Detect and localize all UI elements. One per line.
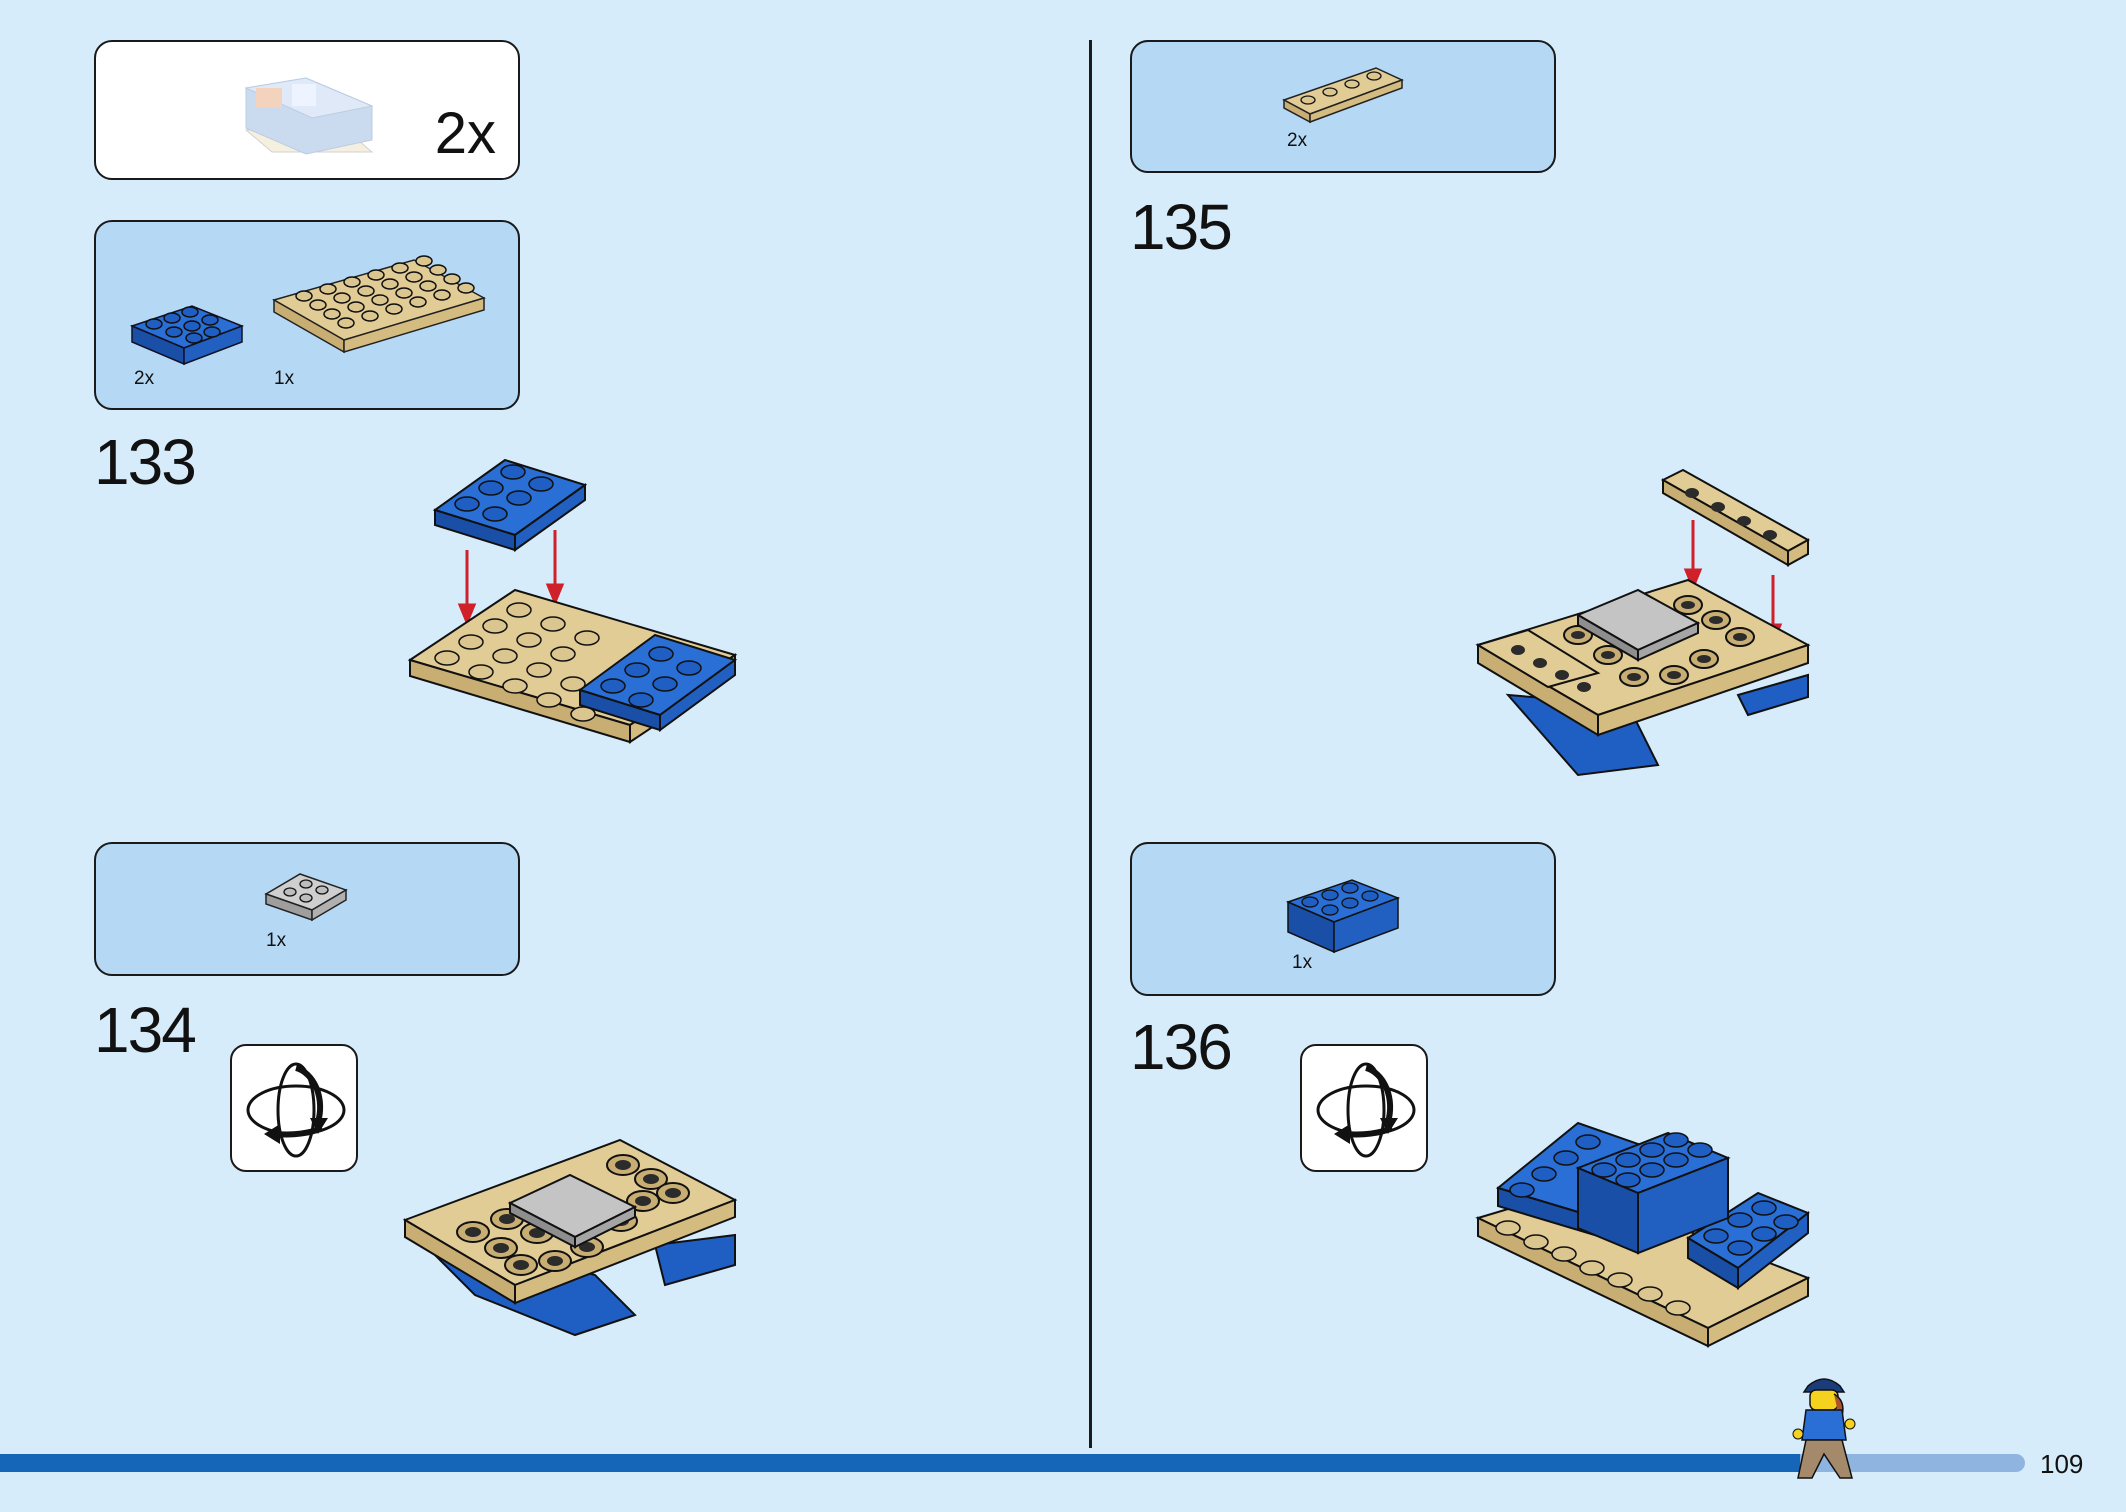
blue-plate-part-icon bbox=[129, 305, 245, 366]
grey-tile-part-icon bbox=[264, 873, 348, 922]
part-qty: 1x bbox=[266, 930, 287, 951]
stud bbox=[405, 271, 423, 283]
page-number: 109 bbox=[2040, 1449, 2084, 1479]
progress-bar-remaining bbox=[1800, 1454, 2025, 1472]
stud bbox=[391, 262, 409, 274]
stud bbox=[415, 255, 433, 267]
stud bbox=[309, 299, 327, 311]
sub-assembly-thumbnail bbox=[244, 77, 374, 155]
step-number-136: 136 bbox=[1130, 1011, 1233, 1083]
step-135-parts-callout: 2x bbox=[1130, 40, 1556, 173]
rotate-model-icon bbox=[1316, 1062, 1416, 1158]
stud bbox=[443, 273, 461, 285]
stud bbox=[323, 308, 341, 320]
sub-assembly-callout: 2x bbox=[94, 40, 520, 180]
part-qty: 2x bbox=[1287, 130, 1308, 151]
stud bbox=[409, 296, 427, 308]
stud bbox=[433, 289, 451, 301]
step-133-model bbox=[407, 458, 738, 744]
rotate-model-callout bbox=[230, 1044, 358, 1172]
stud bbox=[395, 287, 413, 299]
page-divider bbox=[1089, 40, 1092, 1448]
stud bbox=[361, 310, 379, 322]
stud bbox=[367, 269, 385, 281]
progress-bar bbox=[0, 1454, 1800, 1472]
stud bbox=[333, 292, 351, 304]
stud bbox=[337, 317, 355, 329]
step-number-135: 135 bbox=[1130, 191, 1233, 263]
minifigure-icon bbox=[1792, 1378, 1856, 1479]
step-number-134: 134 bbox=[94, 994, 197, 1066]
step-134-parts-callout: 1x bbox=[94, 842, 520, 976]
stud bbox=[385, 303, 403, 315]
part-qty: 1x bbox=[274, 368, 295, 389]
stud bbox=[429, 264, 447, 276]
stud bbox=[319, 283, 337, 295]
stud bbox=[343, 276, 361, 288]
rotate-model-icon bbox=[246, 1062, 346, 1158]
step-135-model bbox=[1475, 468, 1811, 777]
step-136-model bbox=[1475, 1121, 1811, 1348]
multiplier-label: 2x bbox=[434, 101, 496, 166]
tan-plate-part-icon bbox=[272, 255, 486, 354]
step-136-parts-callout: 1x bbox=[1130, 842, 1556, 996]
part-qty: 2x bbox=[134, 368, 155, 389]
step-number-133: 133 bbox=[94, 426, 197, 498]
part-qty: 1x bbox=[1292, 952, 1313, 973]
stud bbox=[419, 280, 437, 292]
stud bbox=[457, 282, 475, 294]
rotate-model-callout bbox=[1300, 1044, 1428, 1172]
blue-brick-part-icon bbox=[1285, 879, 1401, 954]
step-133-parts-callout: 2x 1x bbox=[94, 220, 520, 410]
stud bbox=[295, 290, 313, 302]
tan-1x4-plate-part-icon bbox=[1282, 67, 1404, 124]
step-134-model bbox=[402, 1138, 738, 1337]
stud bbox=[357, 285, 375, 297]
stud bbox=[371, 294, 389, 306]
stud bbox=[381, 278, 399, 290]
stud bbox=[347, 301, 365, 313]
